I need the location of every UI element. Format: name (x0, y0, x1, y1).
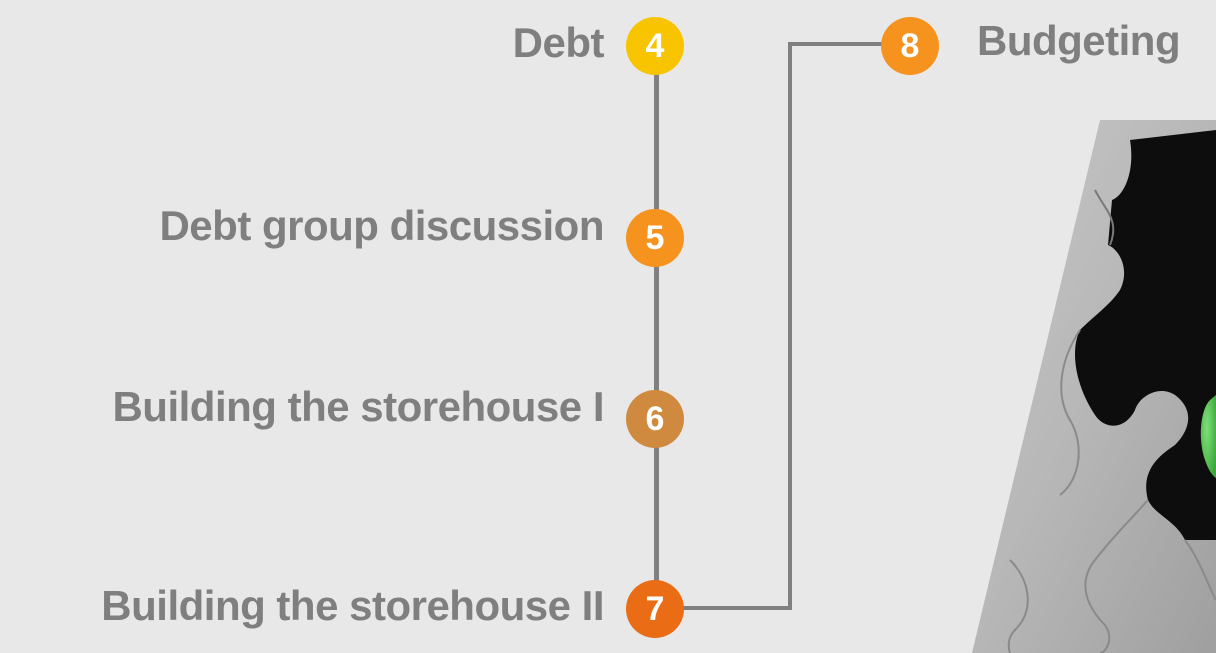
timeline-vertical-line (654, 60, 659, 615)
step-label-building-the-storehouse-1: Building the storehouse I (112, 383, 604, 430)
step-label-budgeting: Budgeting (977, 17, 1181, 64)
step-number-badge-5: 5 (626, 209, 684, 267)
step-label-building-the-storehouse-2: Building the storehouse II (101, 582, 604, 629)
step-number-badge-6: 6 (626, 390, 684, 448)
step-number-badge-4: 4 (626, 17, 684, 75)
connector-to-step-8-vertical (788, 42, 792, 610)
connector-to-step-8-horizontal-top (788, 42, 888, 46)
step-label-debt-group-discussion: Debt group discussion (159, 202, 604, 249)
connector-to-step-8-horizontal-bottom (680, 606, 792, 610)
step-number-badge-8: 8 (881, 17, 939, 75)
step-label-debt: Debt (512, 19, 605, 66)
step-number-badge-7: 7 (626, 580, 684, 638)
